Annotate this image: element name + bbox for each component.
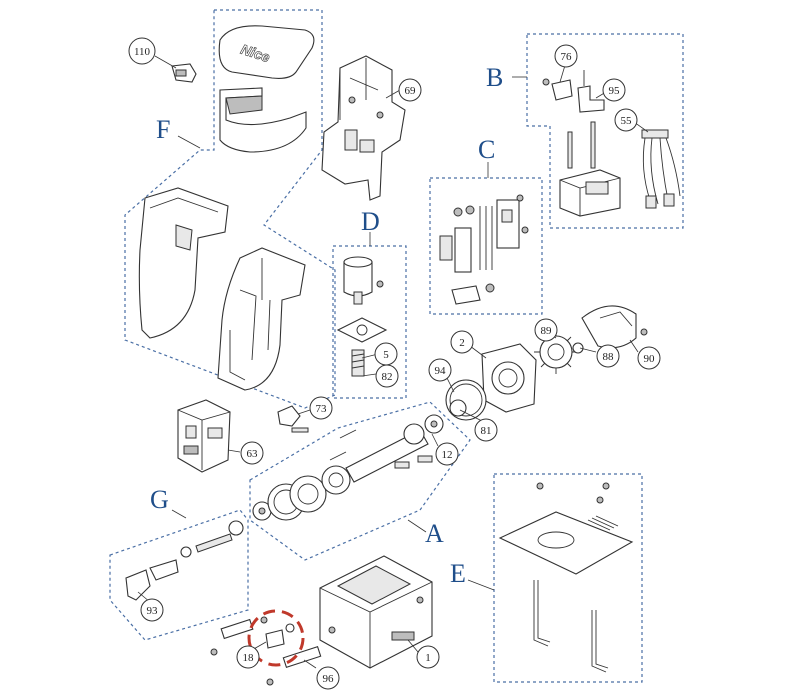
group-label-d: D xyxy=(361,207,380,236)
svg-text:18: 18 xyxy=(243,652,255,664)
part-18-area xyxy=(210,616,295,656)
worm-gear-part-5 xyxy=(351,349,365,377)
callout-93: 93 xyxy=(140,598,164,622)
svg-text:63: 63 xyxy=(247,448,259,460)
svg-text:90: 90 xyxy=(644,353,656,365)
svg-text:95: 95 xyxy=(609,85,621,97)
svg-text:82: 82 xyxy=(382,371,393,383)
group-label-g: G xyxy=(150,485,169,514)
svg-text:1: 1 xyxy=(425,652,431,664)
group-f-outline xyxy=(124,9,336,409)
svg-text:93: 93 xyxy=(147,605,159,617)
callout-12: 12 xyxy=(435,442,459,466)
group-label-a: A xyxy=(425,519,444,548)
group-e-outline xyxy=(493,473,643,683)
callout-89: 89 xyxy=(534,318,558,342)
callout-94: 94 xyxy=(428,358,452,382)
group-a-outline xyxy=(249,401,471,561)
callout-88: 88 xyxy=(596,344,620,368)
pins xyxy=(567,121,596,169)
svg-text:76: 76 xyxy=(561,51,573,63)
washers xyxy=(445,342,584,421)
callout-90: 90 xyxy=(637,346,661,370)
svg-text:89: 89 xyxy=(541,325,553,337)
base-part-1 xyxy=(319,555,433,669)
pinion-cover-part-90 xyxy=(581,305,648,349)
part-95-bracket xyxy=(577,70,605,113)
callout-81: 81 xyxy=(474,418,498,442)
group-c-outline xyxy=(429,177,543,315)
callout-63: 63 xyxy=(240,441,264,465)
anchor-bolts-part xyxy=(533,580,609,673)
release-lever-part xyxy=(125,520,244,601)
callout-95: 95 xyxy=(602,78,626,102)
svg-text:5: 5 xyxy=(383,349,389,361)
svg-text:69: 69 xyxy=(405,85,417,97)
housing-left-part xyxy=(138,187,229,339)
group-label-f: F xyxy=(156,115,170,144)
part-110 xyxy=(171,63,197,83)
callout-96: 96 xyxy=(316,666,340,690)
pins-group-a xyxy=(329,429,357,461)
gear-train-part xyxy=(252,414,444,521)
svg-text:73: 73 xyxy=(316,403,328,415)
group-d-outline xyxy=(332,245,407,399)
control-unit-part-63 xyxy=(177,399,231,473)
callout-2: 2 xyxy=(450,330,474,354)
callout-82: 82 xyxy=(375,364,399,388)
group-label-c: C xyxy=(478,135,495,164)
part-96-bars xyxy=(266,645,322,686)
callout-18: 18 xyxy=(236,645,260,669)
callout-76: 76 xyxy=(554,44,578,68)
callout-73: 73 xyxy=(309,396,333,420)
svg-text:94: 94 xyxy=(435,365,447,377)
callout-69: 69 xyxy=(398,78,422,102)
foundation-plate-part xyxy=(498,482,634,575)
svg-text:12: 12 xyxy=(442,449,453,461)
cover-frame-part xyxy=(219,87,307,153)
housing-right-part xyxy=(217,247,306,391)
part-76-switch xyxy=(542,78,573,101)
motor-plate-part xyxy=(336,317,388,343)
callout-1: 1 xyxy=(416,645,440,669)
motor-part xyxy=(343,256,384,305)
svg-text:96: 96 xyxy=(323,673,335,685)
svg-text:81: 81 xyxy=(481,425,492,437)
group-b-outline xyxy=(526,33,684,229)
cable-harness-part-55 xyxy=(641,129,681,209)
svg-text:2: 2 xyxy=(459,337,465,349)
callout-5: 5 xyxy=(374,342,398,366)
group-label-e: E xyxy=(450,559,466,588)
control-board-parts xyxy=(439,194,529,305)
flange-part-2 xyxy=(481,343,537,413)
callout-55: 55 xyxy=(614,108,638,132)
highlight-circle xyxy=(247,609,305,667)
svg-text:110: 110 xyxy=(134,46,151,58)
chassis-part-69 xyxy=(321,55,406,201)
group-label-b: B xyxy=(486,63,503,92)
group-g-outline xyxy=(109,509,249,641)
svg-text:55: 55 xyxy=(621,115,633,127)
part-73 xyxy=(277,405,309,433)
callout-110: 110 xyxy=(128,37,156,65)
transformer-part xyxy=(559,169,621,217)
cover-top-part: Nice xyxy=(218,25,315,79)
svg-text:88: 88 xyxy=(603,351,615,363)
